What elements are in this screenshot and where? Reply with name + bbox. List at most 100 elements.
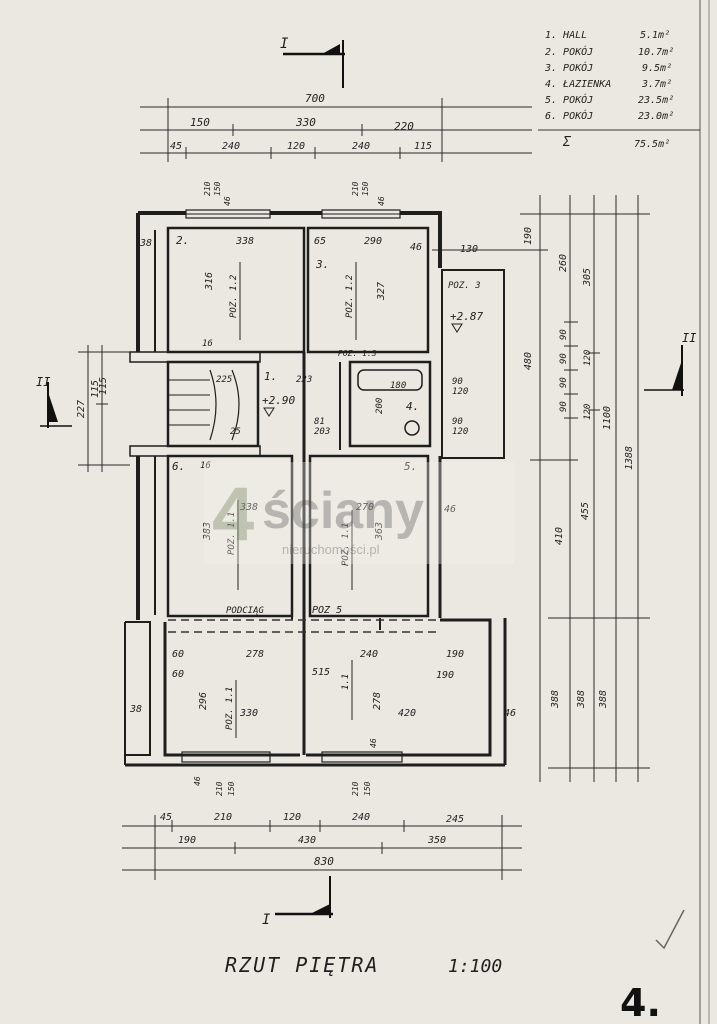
- lower-dim-190a: 190: [446, 649, 464, 660]
- dim-right-480: 480: [523, 352, 534, 370]
- section-marker-bottom: I: [262, 876, 333, 928]
- room-2-number: 2.: [176, 234, 189, 247]
- room-5-dim-width: 270: [356, 502, 374, 513]
- room-1-dim-223: 223: [296, 375, 312, 385]
- dim-bottom-830: 830: [314, 855, 334, 868]
- page-number: 4.: [620, 981, 661, 1024]
- section-marker-right: II: [644, 331, 696, 396]
- dim-bottom-245: 245: [446, 814, 464, 825]
- dim-right-120b: 120: [583, 404, 593, 420]
- room-6-dim-16: 16: [200, 461, 211, 471]
- room-4-dim-200: 200: [375, 398, 385, 414]
- section-label-ii-left: II: [36, 375, 50, 389]
- room-2-dim-width: 338: [235, 236, 254, 247]
- dim-38: 38: [139, 238, 152, 249]
- room-6-dim-height: 383: [202, 522, 213, 541]
- lower-dim-38: 38: [129, 704, 142, 715]
- legend-room-3-area: 9.5m²: [642, 63, 672, 74]
- window-dim: 210: [203, 181, 212, 196]
- lower-dim-60b: 60: [172, 669, 184, 680]
- legend-room-2-area: 10.7m²: [638, 47, 674, 58]
- dim-top-220: 220: [394, 120, 414, 133]
- room-1-number: 1.: [264, 370, 277, 383]
- room-3-dim-height: 327: [376, 282, 387, 301]
- area-legend: 1. HALL 5.1m² 2. POKÓJ 10.7m² 3. POKÓJ 9…: [538, 30, 700, 150]
- watermark-number: 4: [212, 472, 254, 557]
- section-marker-top: I: [280, 36, 345, 88]
- lower-dim-330: 330: [239, 708, 258, 719]
- legend-room-5-label: 5. POKÓJ: [545, 93, 593, 106]
- dim-bottom-190: 190: [178, 835, 196, 846]
- label-podciag: PODCIĄG: [226, 606, 265, 616]
- dim-top-total: 700: [305, 92, 325, 105]
- lower-dim-46: 46: [504, 708, 516, 719]
- dim-right-455: 455: [580, 502, 591, 520]
- room-6-number: 6.: [172, 460, 185, 473]
- top-dimension-chains: [140, 98, 532, 162]
- legend-room-1-label: 1. HALL: [545, 30, 587, 41]
- room-3-dim-width: 290: [364, 236, 382, 247]
- drawing-title: RZUT PIĘTRA: [225, 953, 379, 977]
- room-2-dim-16: 16: [202, 339, 213, 349]
- lower-dim-515: 515: [312, 667, 330, 678]
- room-3-dim-65: 65: [314, 236, 326, 247]
- window-dim: 46: [193, 776, 202, 786]
- dim-bottom-350: 350: [427, 835, 446, 846]
- label-poz11-left: POZ. 1.1: [227, 512, 237, 555]
- dim-bottom-210: 210: [214, 812, 232, 823]
- label-poz11-lower-right: 1.1: [341, 674, 351, 690]
- floor-plan-walls: [124, 209, 507, 767]
- dim-right-90c: 90: [559, 377, 569, 388]
- dim-right-305: 305: [582, 268, 593, 287]
- legend-room-2-label: 2. POKÓJ: [545, 45, 593, 58]
- section-label-i-top: I: [280, 36, 289, 52]
- lower-dim-60a: 60: [172, 649, 184, 660]
- lower-dim-240: 240: [360, 649, 378, 660]
- room-4-dim-90: 90: [452, 377, 463, 387]
- room-5-number: 5.: [404, 460, 417, 473]
- dim-right-410: 410: [554, 527, 565, 545]
- room-3-number: 3.: [315, 258, 329, 271]
- room-4-dim-180: 180: [390, 381, 406, 391]
- dim-bottom-120: 120: [283, 812, 301, 823]
- legend-room-4-area: 3.7m²: [641, 79, 672, 90]
- dim-right-1388: 1388: [624, 446, 635, 470]
- room-1-dim-225: 225: [216, 375, 232, 385]
- label-poz11-lower-left: POZ. 1.1: [225, 687, 235, 730]
- room-1-dim-81: 81: [314, 417, 325, 427]
- room-3-dim-46: 46: [410, 242, 422, 253]
- window-dim: 210: [351, 781, 360, 796]
- watermark: 4 ściany nieruchomości.pl: [204, 462, 514, 564]
- dim-right-90d: 90: [559, 401, 569, 412]
- dim-left-115b: 115: [98, 377, 109, 395]
- dim-90-lower: 90: [452, 417, 463, 427]
- stair-width: 25: [230, 427, 241, 437]
- dim-top-330: 330: [295, 116, 316, 129]
- legend-room-6-label: 6. POKÓJ: [545, 109, 593, 122]
- dim-top-115: 115: [414, 141, 432, 152]
- bottom-dimension-chains: [122, 815, 522, 880]
- watermark-brand: ściany: [262, 482, 424, 540]
- label-poz3: POZ. 3: [448, 281, 481, 291]
- room-4-number: 4.: [406, 400, 419, 413]
- level-mark-290: +2.90: [262, 394, 295, 407]
- dim-120-lower: 120: [452, 427, 468, 437]
- dim-right-190: 190: [523, 227, 534, 245]
- dim-right-90a: 90: [559, 329, 569, 340]
- dim-top-240a: 240: [222, 141, 240, 152]
- window-dim: 150: [213, 181, 222, 196]
- room-5-dim-height: 363: [374, 522, 385, 541]
- room-5-dim-46: 46: [444, 504, 456, 515]
- window-dim: 210: [351, 181, 360, 196]
- window-dim: 46: [377, 196, 386, 206]
- left-dimension-chains: [78, 345, 130, 472]
- label-poz11-right: POZ. 1.1: [341, 523, 351, 566]
- lower-dim-296: 296: [198, 692, 209, 710]
- right-dimension-chains: [432, 195, 650, 782]
- window-dim: 150: [227, 781, 236, 796]
- room-2-dim-height: 316: [204, 272, 215, 291]
- window-dim: 150: [363, 781, 372, 796]
- legend-room-5-area: 23.5m²: [638, 95, 674, 106]
